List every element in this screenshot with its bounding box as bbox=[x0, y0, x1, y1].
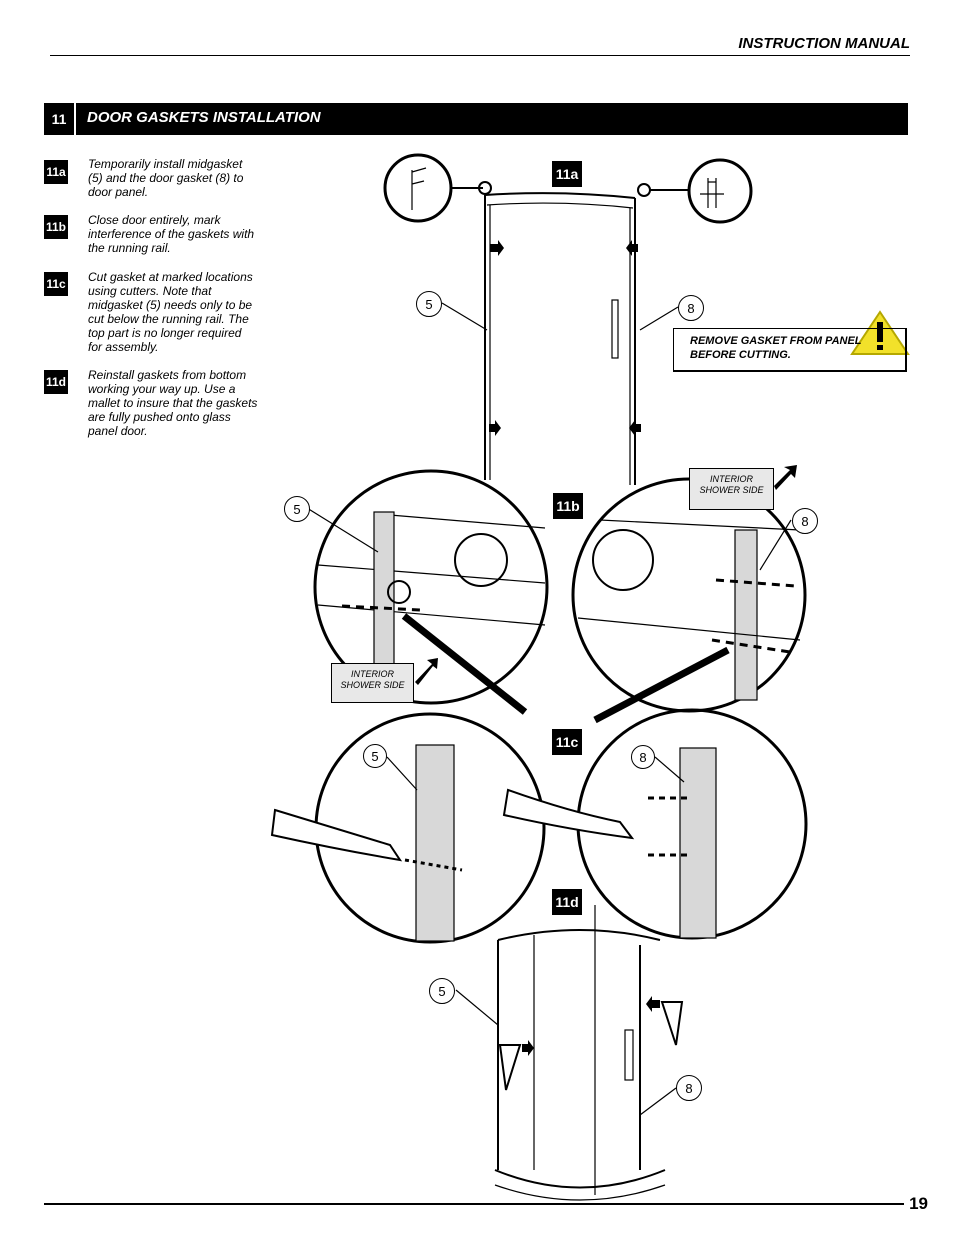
step-text-11b: Close door entirely, mark interference o… bbox=[88, 213, 255, 255]
warning-box: REMOVE GASKET FROM PANEL BEFORE CUTTING. bbox=[673, 328, 907, 372]
header-rule bbox=[50, 55, 910, 56]
figure-tag-11d: 11d bbox=[552, 889, 582, 915]
door-top-rail-inner bbox=[486, 202, 634, 209]
section-number: 11 bbox=[44, 103, 76, 135]
door-top-rail bbox=[484, 192, 636, 199]
step-tag-11d: 11d bbox=[44, 370, 68, 394]
interior-label-right: INTERIOR SHOWER SIDE bbox=[689, 468, 774, 510]
callout-midgasket-11a: 5 bbox=[416, 291, 442, 317]
figure-tag-11b: 11b bbox=[553, 493, 583, 519]
manual-title: INSTRUCTION MANUAL bbox=[738, 35, 910, 52]
figure-tag-11a: 11a bbox=[552, 161, 582, 187]
door-gasket-profile bbox=[700, 178, 724, 208]
midgasket-detail-circle bbox=[383, 153, 453, 223]
page-number: 19 bbox=[909, 1194, 928, 1213]
door-gasket-detail-circle bbox=[687, 158, 753, 224]
warning-text: REMOVE GASKET FROM PANEL BEFORE CUTTING. bbox=[690, 335, 862, 361]
section-title: DOOR GASKETS INSTALLATION bbox=[87, 109, 321, 126]
step-tag-11c: 11c bbox=[44, 272, 68, 296]
callout-door-gasket-11a: 8 bbox=[678, 295, 704, 321]
figure-tag-11c: 11c bbox=[552, 729, 582, 755]
callout-midgasket-11c: 5 bbox=[363, 744, 387, 768]
section-header-bar: 11 DOOR GASKETS INSTALLATION bbox=[44, 103, 908, 135]
callout-door-gasket-11b: 8 bbox=[792, 508, 818, 534]
step-text-11a: Temporarily install midgasket (5) and th… bbox=[88, 157, 244, 199]
footer-rule bbox=[44, 1203, 904, 1205]
door-handle bbox=[611, 299, 619, 359]
step-tag-11b: 11b bbox=[44, 215, 68, 239]
step-text-11c: Cut gasket at marked locations using cut… bbox=[88, 270, 253, 354]
midgasket-profile bbox=[411, 167, 427, 210]
step-text-11d: Reinstall gaskets from bottom working yo… bbox=[88, 368, 258, 438]
detail-11b-left bbox=[313, 469, 549, 705]
step-tag-11a: 11a bbox=[44, 160, 68, 184]
callout-door-gasket-11d: 8 bbox=[676, 1075, 702, 1101]
detail-11b-right bbox=[571, 477, 807, 713]
callout-midgasket-11d: 5 bbox=[429, 978, 455, 1004]
interior-label-left: INTERIOR SHOWER SIDE bbox=[331, 663, 414, 703]
callout-door-gasket-11c: 8 bbox=[631, 745, 655, 769]
warning-icon bbox=[850, 310, 910, 355]
callout-midgasket-11b: 5 bbox=[284, 496, 310, 522]
